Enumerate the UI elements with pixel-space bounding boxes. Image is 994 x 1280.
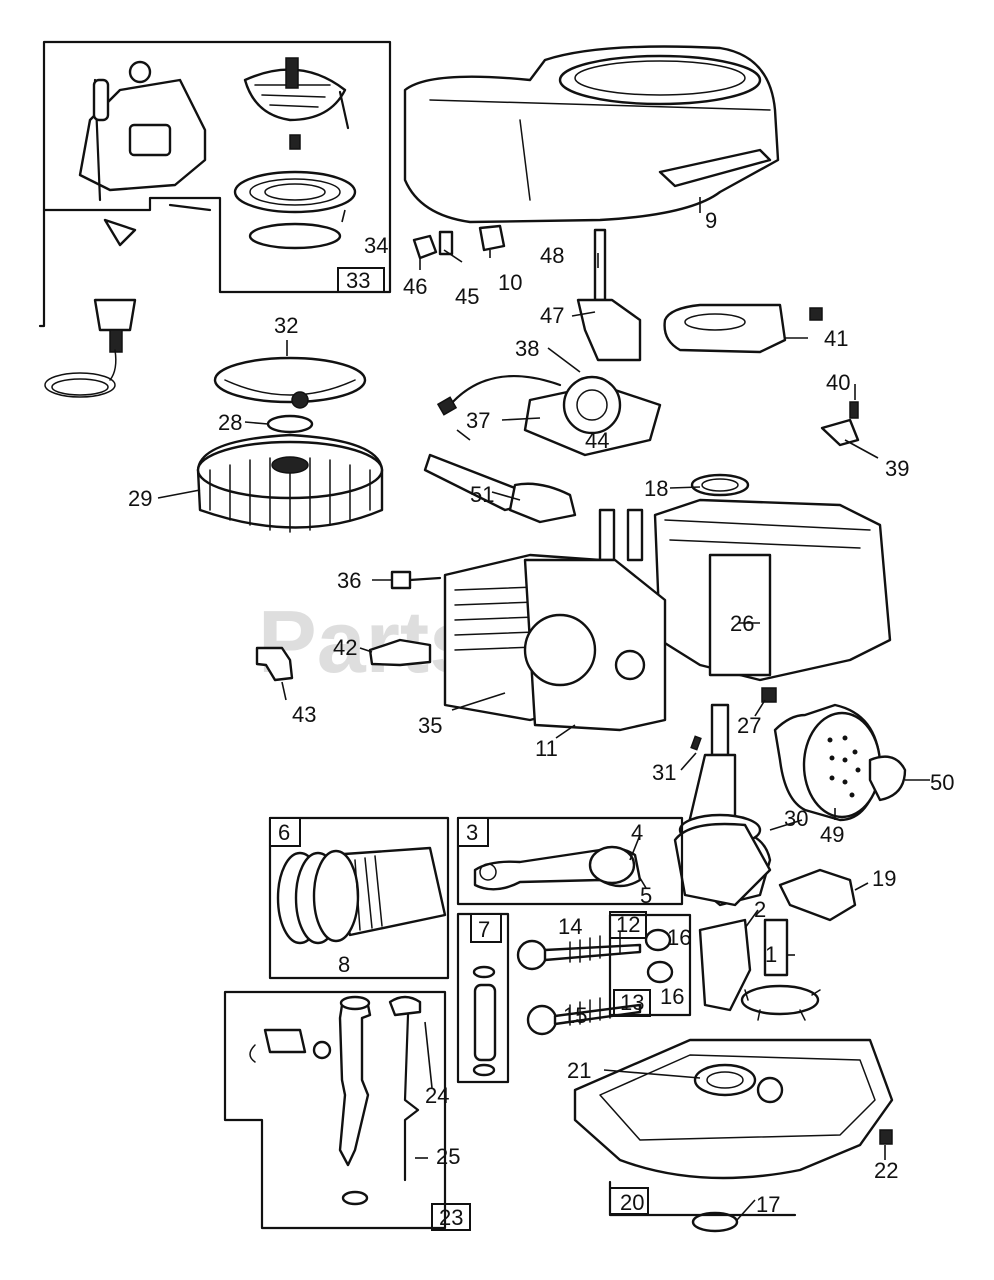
muffler bbox=[773, 703, 907, 822]
callout-5: 5 bbox=[640, 883, 652, 908]
callout-24: 24 bbox=[425, 1083, 449, 1108]
bracket-47 bbox=[576, 228, 642, 362]
leader-lines bbox=[157, 197, 930, 1221]
callout-labels: 1 2 3 4 5 6 7 8 9 10 11 12 13 14 15 16 1… bbox=[128, 208, 954, 1230]
callout-38: 38 bbox=[515, 336, 539, 361]
callout-16a: 16 bbox=[667, 925, 691, 950]
callout-6: 6 bbox=[278, 820, 290, 845]
callout-39: 39 bbox=[885, 456, 909, 481]
callout-42: 42 bbox=[333, 635, 357, 660]
callout-33: 33 bbox=[346, 268, 370, 293]
callout-40: 40 bbox=[826, 370, 850, 395]
callout-31: 31 bbox=[652, 760, 676, 785]
breather-tube bbox=[423, 453, 577, 524]
callout-41: 41 bbox=[824, 326, 848, 351]
callout-44: 44 bbox=[585, 428, 609, 453]
callout-45: 45 bbox=[455, 284, 479, 309]
callout-48: 48 bbox=[540, 243, 564, 268]
callout-20: 20 bbox=[620, 1190, 644, 1215]
valve-group bbox=[516, 913, 692, 1036]
small-hardware bbox=[412, 224, 823, 321]
callout-29: 29 bbox=[128, 486, 152, 511]
callout-10: 10 bbox=[498, 270, 522, 295]
callout-30: 30 bbox=[784, 806, 808, 831]
callout-13: 13 bbox=[620, 990, 644, 1015]
cylinder-block bbox=[598, 473, 892, 682]
ignition-coil bbox=[663, 303, 787, 354]
callout-27: 27 bbox=[737, 713, 761, 738]
callout-22: 22 bbox=[874, 1158, 898, 1183]
callout-50: 50 bbox=[930, 770, 954, 795]
callout-46: 46 bbox=[403, 274, 427, 299]
piston-group bbox=[268, 816, 450, 980]
callout-34: 34 bbox=[364, 233, 388, 258]
callout-51: 51 bbox=[470, 482, 494, 507]
starter-assembly-group bbox=[38, 40, 392, 398]
governor-switch bbox=[436, 375, 662, 457]
callout-18: 18 bbox=[644, 476, 668, 501]
callout-37: 37 bbox=[466, 408, 490, 433]
callout-12: 12 bbox=[616, 912, 640, 937]
callout-boxes bbox=[337, 267, 651, 1231]
callout-32: 32 bbox=[274, 313, 298, 338]
callout-47: 47 bbox=[540, 303, 564, 328]
callout-9: 9 bbox=[705, 208, 717, 233]
callout-11: 11 bbox=[535, 736, 558, 761]
blower-housing bbox=[403, 45, 780, 224]
callout-16b: 16 bbox=[660, 984, 684, 1009]
oil-fill-group bbox=[223, 990, 447, 1230]
callout-4: 4 bbox=[631, 820, 643, 845]
callout-35: 35 bbox=[418, 713, 442, 738]
callout-1: 1 bbox=[765, 942, 777, 967]
callout-25: 25 bbox=[436, 1144, 460, 1169]
callout-23: 23 bbox=[439, 1205, 463, 1230]
wrist-pin-group bbox=[456, 912, 510, 1084]
callout-43: 43 bbox=[292, 702, 316, 727]
callout-36: 36 bbox=[337, 568, 361, 593]
cylinder-head bbox=[443, 553, 667, 732]
spark-parts bbox=[255, 570, 442, 682]
callout-14: 14 bbox=[558, 914, 582, 939]
callout-26: 26 bbox=[730, 611, 754, 636]
callout-28: 28 bbox=[218, 410, 242, 435]
bracket-39 bbox=[820, 401, 860, 447]
callout-8: 8 bbox=[338, 952, 350, 977]
callout-2: 2 bbox=[754, 897, 766, 922]
callout-3: 3 bbox=[466, 820, 478, 845]
callout-7: 7 bbox=[478, 917, 490, 942]
governor-and-cam bbox=[698, 868, 857, 1021]
crankshaft bbox=[673, 687, 777, 907]
flywheel-assembly bbox=[196, 356, 384, 533]
callout-21: 21 bbox=[567, 1058, 591, 1083]
callout-17: 17 bbox=[756, 1192, 780, 1217]
callout-15: 15 bbox=[563, 1003, 587, 1028]
connecting-rod-group bbox=[456, 816, 684, 906]
callout-49: 49 bbox=[820, 822, 844, 847]
callout-19: 19 bbox=[872, 866, 896, 891]
